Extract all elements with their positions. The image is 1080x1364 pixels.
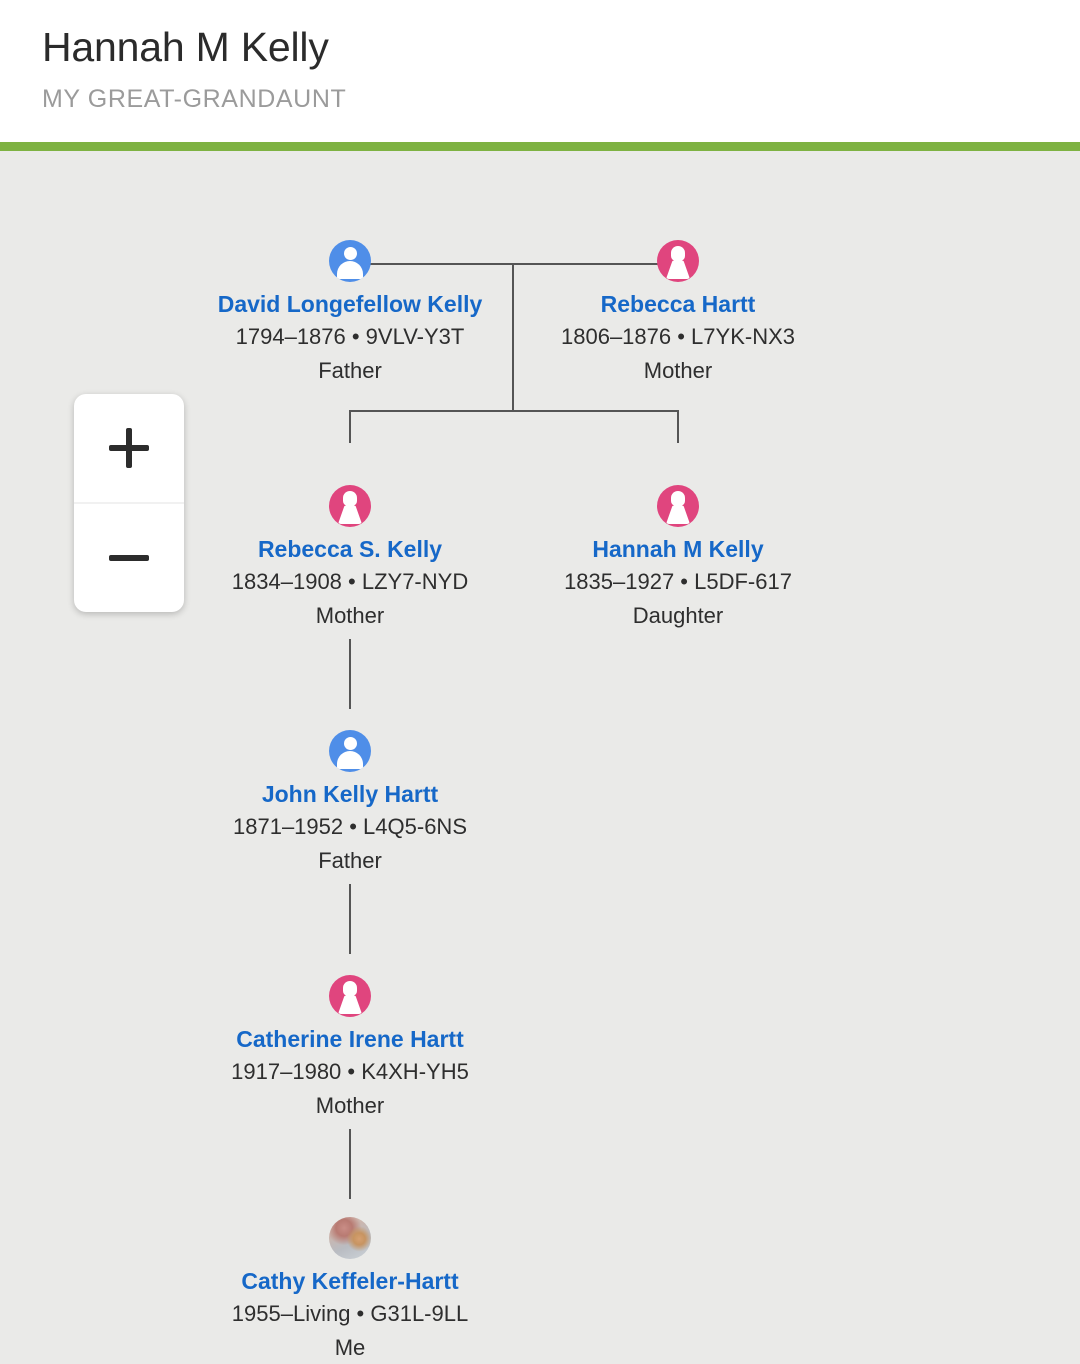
silhouette-body: [666, 505, 690, 524]
page-title: Hannah M Kelly: [42, 24, 329, 70]
person-name-link[interactable]: Catherine Irene Hartt: [236, 1026, 464, 1052]
silhouette-body: [338, 505, 362, 524]
zoom-out-button[interactable]: [74, 504, 184, 612]
silhouette-body: [666, 260, 690, 279]
silhouette-body: [337, 261, 363, 279]
person-relation: Me: [334, 1334, 366, 1360]
person-relation: Father: [318, 847, 382, 873]
silhouette-body: [338, 995, 362, 1014]
person-node-mother-top[interactable]: Rebecca Hartt 1806–1876 • L7YK-NX3 Mothe…: [498, 240, 858, 384]
person-node-rebecca-s-kelly[interactable]: Rebecca S. Kelly 1834–1908 • LZY7-NYD Mo…: [170, 485, 530, 629]
person-relation: Mother: [315, 602, 385, 628]
connector-descent-3: [349, 1129, 351, 1199]
connector-descent-2: [349, 884, 351, 954]
connector-descent-1: [349, 639, 351, 709]
connector-parent-drop: [512, 263, 514, 411]
page-subtitle: MY GREAT-GRANDAUNT: [42, 85, 347, 114]
avatar-male-icon[interactable]: [329, 240, 371, 282]
person-name-link[interactable]: Hannah M Kelly: [592, 536, 764, 562]
person-dates: 1806–1876 • L7YK-NX3: [561, 323, 795, 349]
silhouette-head: [343, 737, 357, 750]
person-dates: 1871–1952 • L4Q5-6NS: [233, 813, 467, 839]
connector-child-stub-left: [349, 410, 351, 443]
avatar-male-icon[interactable]: [329, 730, 371, 772]
plus-icon: [109, 428, 149, 468]
person-dates: 1955–Living • G31L-9LL: [231, 1300, 469, 1326]
accent-bar: [0, 142, 1080, 151]
person-name-link[interactable]: Rebecca S. Kelly: [257, 536, 443, 562]
avatar-female-icon[interactable]: [657, 240, 699, 282]
connector-sibling-bar: [349, 410, 678, 412]
person-node-father-top[interactable]: David Longefellow Kelly 1794–1876 • 9VLV…: [170, 240, 530, 384]
silhouette-head: [343, 247, 357, 260]
person-node-hannah-m-kelly[interactable]: Hannah M Kelly 1835–1927 • L5DF-617 Daug…: [498, 485, 858, 629]
person-name-link[interactable]: Cathy Keffeler-Hartt: [241, 1268, 459, 1294]
zoom-in-button[interactable]: [74, 394, 184, 502]
avatar-female-icon[interactable]: [329, 975, 371, 1017]
avatar-female-icon[interactable]: [657, 485, 699, 527]
page-header: Hannah M Kelly MY GREAT-GRANDAUNT: [0, 0, 1080, 151]
family-tree-canvas[interactable]: David Longefellow Kelly 1794–1876 • 9VLV…: [0, 151, 1080, 1364]
zoom-control-divider: [74, 502, 184, 504]
person-name-link[interactable]: John Kelly Hartt: [261, 781, 439, 807]
avatar-photo[interactable]: [329, 1217, 371, 1259]
person-dates: 1917–1980 • K4XH-YH5: [231, 1058, 469, 1084]
minus-icon: [109, 538, 149, 578]
person-relation: Father: [318, 357, 382, 383]
connector-child-stub-right: [677, 410, 679, 443]
zoom-control[interactable]: [74, 394, 184, 612]
person-node-cathy-keffeler-hartt[interactable]: Cathy Keffeler-Hartt 1955–Living • G31L-…: [170, 1217, 530, 1361]
avatar-female-icon[interactable]: [329, 485, 371, 527]
silhouette-body: [337, 751, 363, 769]
person-relation: Mother: [315, 1092, 385, 1118]
person-relation: Daughter: [632, 602, 724, 628]
person-relation: Mother: [643, 357, 713, 383]
person-dates: 1794–1876 • 9VLV-Y3T: [235, 323, 465, 349]
person-name-link[interactable]: David Longefellow Kelly: [217, 291, 483, 317]
person-node-catherine-irene-hartt[interactable]: Catherine Irene Hartt 1917–1980 • K4XH-Y…: [170, 975, 530, 1119]
person-dates: 1834–1908 • LZY7-NYD: [231, 568, 469, 594]
person-node-john-kelly-hartt[interactable]: John Kelly Hartt 1871–1952 • L4Q5-6NS Fa…: [170, 730, 530, 874]
person-dates: 1835–1927 • L5DF-617: [564, 568, 792, 594]
person-name-link[interactable]: Rebecca Hartt: [600, 291, 756, 317]
